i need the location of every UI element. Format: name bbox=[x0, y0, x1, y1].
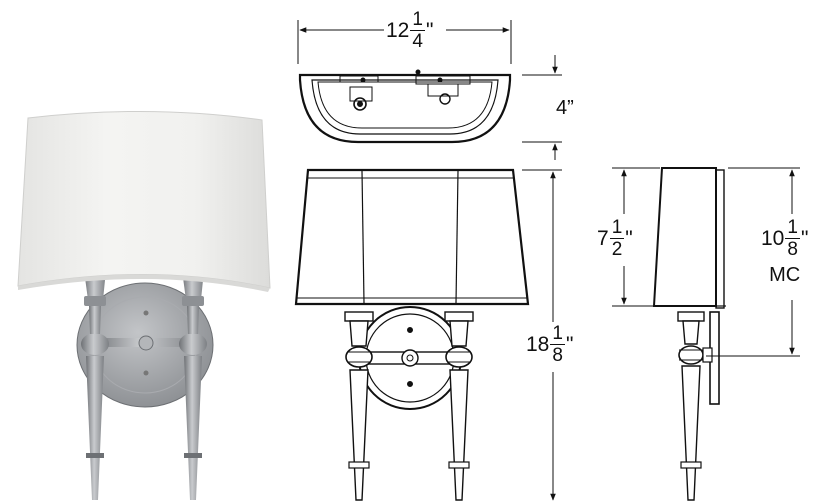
width-whole: 12 bbox=[386, 19, 410, 42]
mount-center-numerator: 1 bbox=[785, 217, 800, 239]
overall-height-denominator: 8 bbox=[552, 345, 563, 366]
width-denominator: 4 bbox=[412, 31, 423, 52]
shade-height-denominator: 2 bbox=[611, 239, 623, 260]
shade-height-whole: 7 bbox=[597, 227, 609, 250]
overall-height-unit: " bbox=[565, 333, 574, 356]
photo-right-arm bbox=[179, 270, 207, 500]
mount-center-suffix: MC bbox=[769, 264, 801, 286]
width-numerator: 1 bbox=[410, 9, 425, 31]
mount-center-unit: " bbox=[800, 227, 809, 250]
photo-fabric-shade bbox=[17, 110, 271, 289]
top-view bbox=[297, 20, 562, 160]
photo-left-arm bbox=[81, 270, 109, 500]
depth-dimension-label: 4” bbox=[556, 97, 574, 119]
width-unit: " bbox=[425, 19, 434, 42]
mount-center-denominator: 8 bbox=[787, 239, 798, 260]
front-view bbox=[294, 168, 562, 501]
shade-height-numerator: 1 bbox=[609, 217, 625, 239]
product-photo bbox=[17, 110, 271, 500]
overall-height-numerator: 1 bbox=[550, 323, 565, 345]
side-view bbox=[612, 167, 800, 501]
shade-height-unit: " bbox=[625, 227, 633, 250]
mount-center-whole: 10 bbox=[761, 227, 785, 250]
overall-height-whole: 18 bbox=[526, 333, 550, 356]
